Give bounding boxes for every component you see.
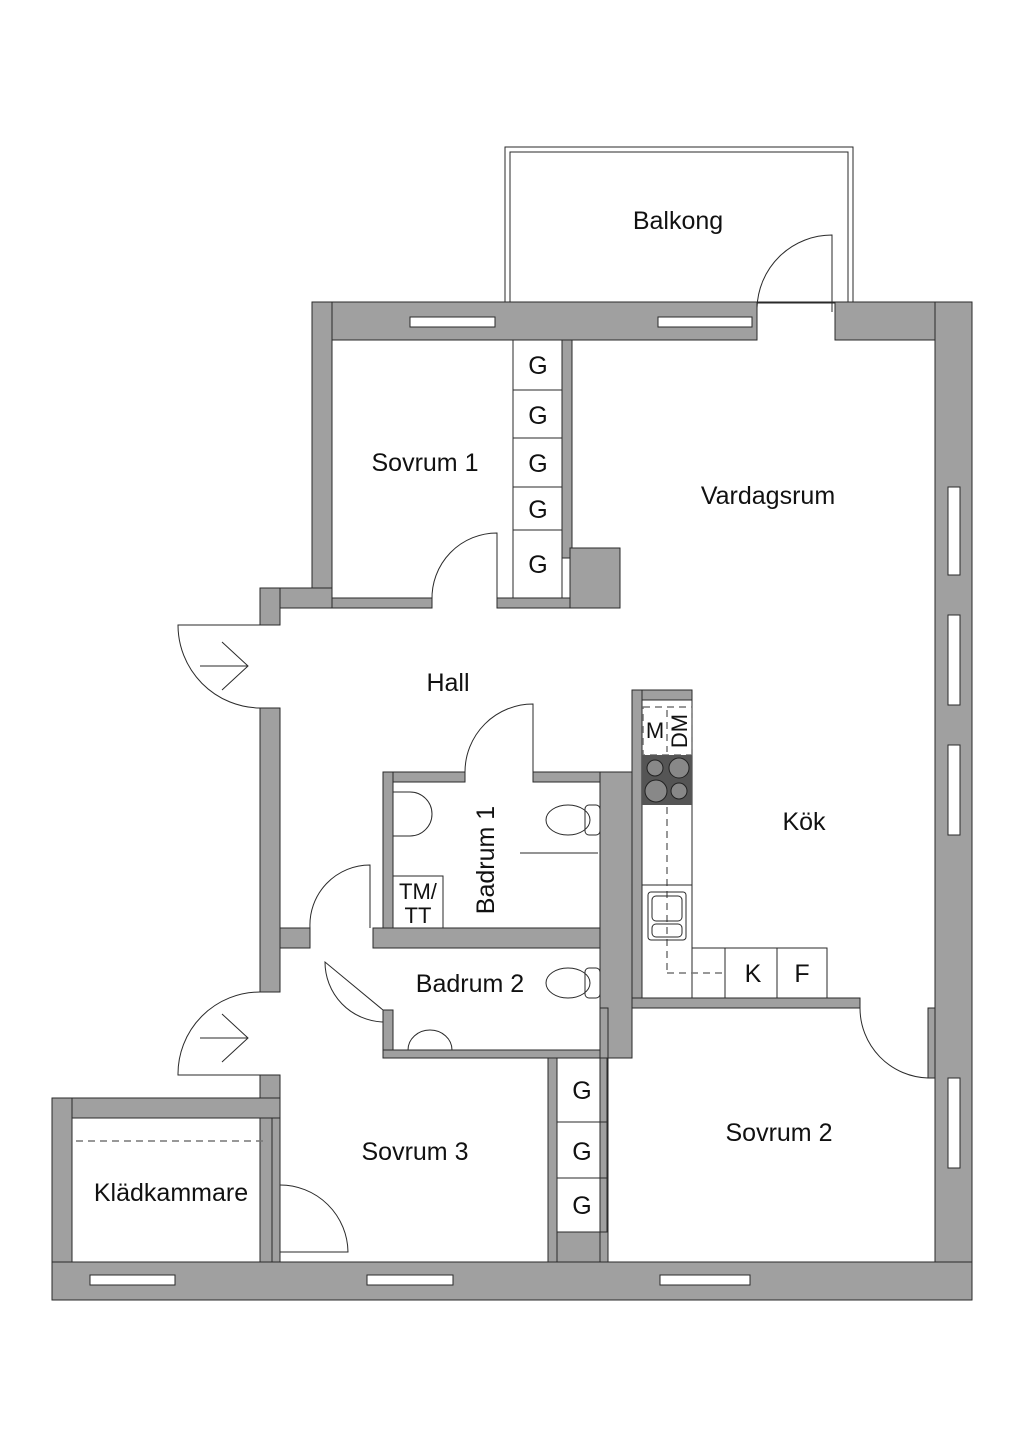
windows [89, 316, 961, 1286]
dishwasher-label: DM [667, 714, 692, 748]
room-label-sovrum2: Sovrum 2 [726, 1119, 833, 1147]
walls [51, 301, 973, 1301]
room-label-sovrum1: Sovrum 1 [372, 449, 479, 477]
room-label-vardagsrum: Vardagsrum [701, 482, 835, 510]
freezer-label: K [745, 960, 762, 988]
wardrobe-label: G [528, 496, 547, 524]
fridge-label: F [794, 960, 809, 988]
room-label-kok: Kök [782, 808, 826, 836]
washer-label: TM/ [399, 879, 438, 904]
room-label-hall: Hall [426, 669, 469, 697]
wardrobe-label: G [572, 1192, 591, 1220]
toilet-icon [545, 967, 591, 999]
closet-outline [71, 1117, 273, 1263]
wardrobe-sovrum1: G G G G G [512, 339, 563, 599]
wardrobe-sovrum2: G G G [556, 1057, 608, 1233]
toilet-icon [545, 804, 591, 836]
room-label-sovrum3: Sovrum 3 [362, 1138, 469, 1166]
wardrobe-label: G [572, 1138, 591, 1166]
wardrobe-label: G [528, 352, 547, 380]
room-label-badrum2: Badrum 2 [416, 970, 524, 998]
room-label-badrum1: Badrum 1 [472, 806, 500, 914]
wardrobe-label: G [528, 551, 547, 579]
room-labels: Balkong Sovrum 1 Vardagsrum Hall Kök Bad… [94, 207, 835, 1207]
washbasin-icon [393, 791, 433, 837]
wardrobe-label: G [528, 402, 547, 430]
room-label-kladkammare: Klädkammare [94, 1179, 248, 1207]
doors [177, 234, 929, 1253]
microwave-label: M [646, 718, 664, 743]
dryer-label: TT [405, 903, 432, 928]
bathroom-fixtures: TM/ TT [392, 791, 601, 1051]
kitchen-counter: M DM K F [641, 699, 828, 999]
washbasin-icon [407, 1029, 453, 1051]
room-label-balkong: Balkong [633, 207, 723, 235]
wardrobe-label: G [572, 1077, 591, 1105]
sink-icon [647, 891, 687, 941]
wardrobe-label: G [528, 450, 547, 478]
